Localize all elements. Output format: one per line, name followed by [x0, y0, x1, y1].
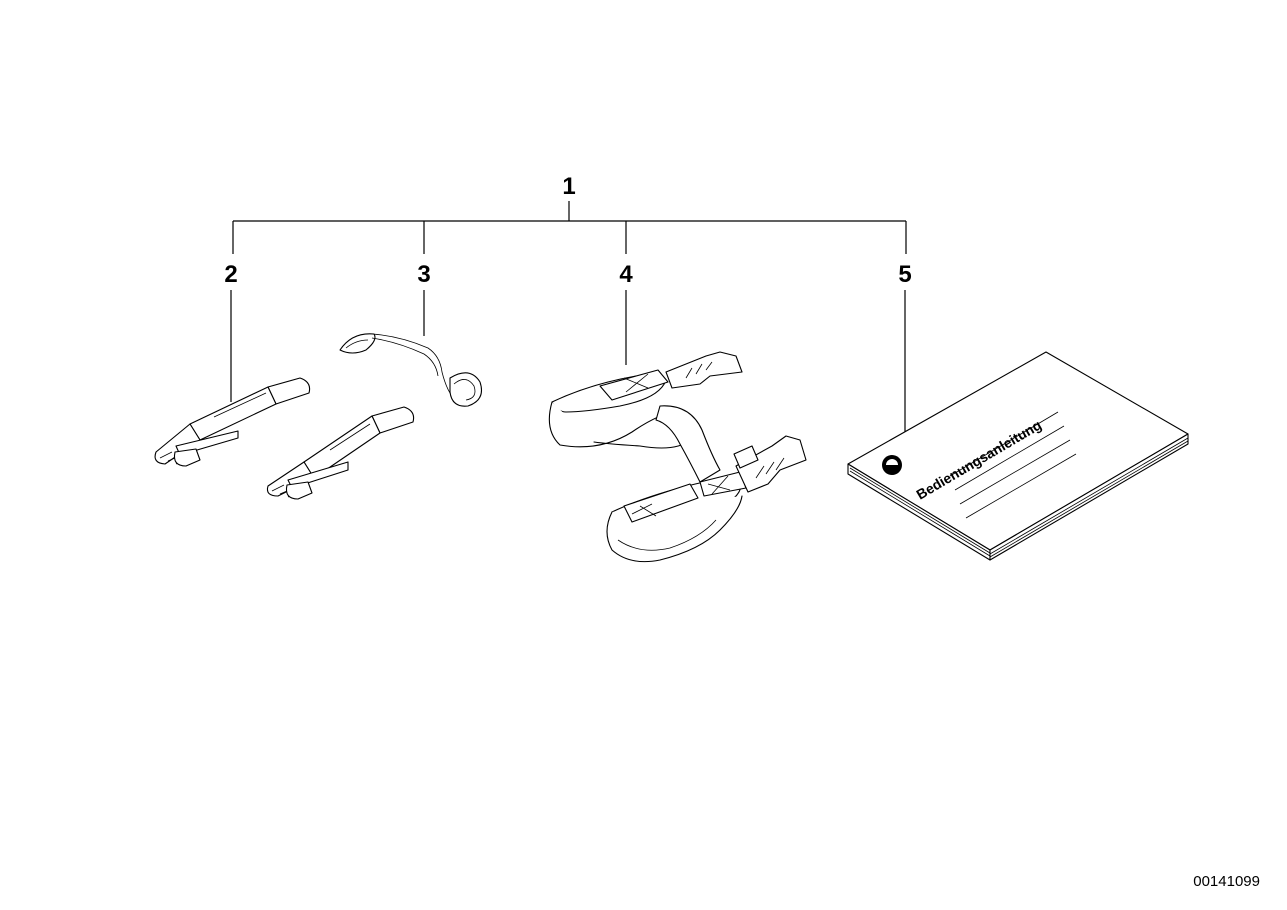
harness-strap-part-4: [548, 351, 807, 563]
cord-loop-part-3: [339, 333, 483, 407]
callout-2: 2: [224, 261, 237, 288]
callout-tree: 1 2 3 4 5: [224, 173, 912, 432]
owners-manual-part-5: Bedienungsanleitung: [847, 351, 1189, 561]
strap-clip-part-2: [154, 377, 415, 500]
callout-4: 4: [619, 261, 633, 288]
diagram-number: 00141099: [1193, 873, 1260, 890]
callout-5: 5: [898, 261, 911, 288]
callout-1: 1: [562, 173, 575, 200]
callout-3: 3: [417, 261, 430, 288]
